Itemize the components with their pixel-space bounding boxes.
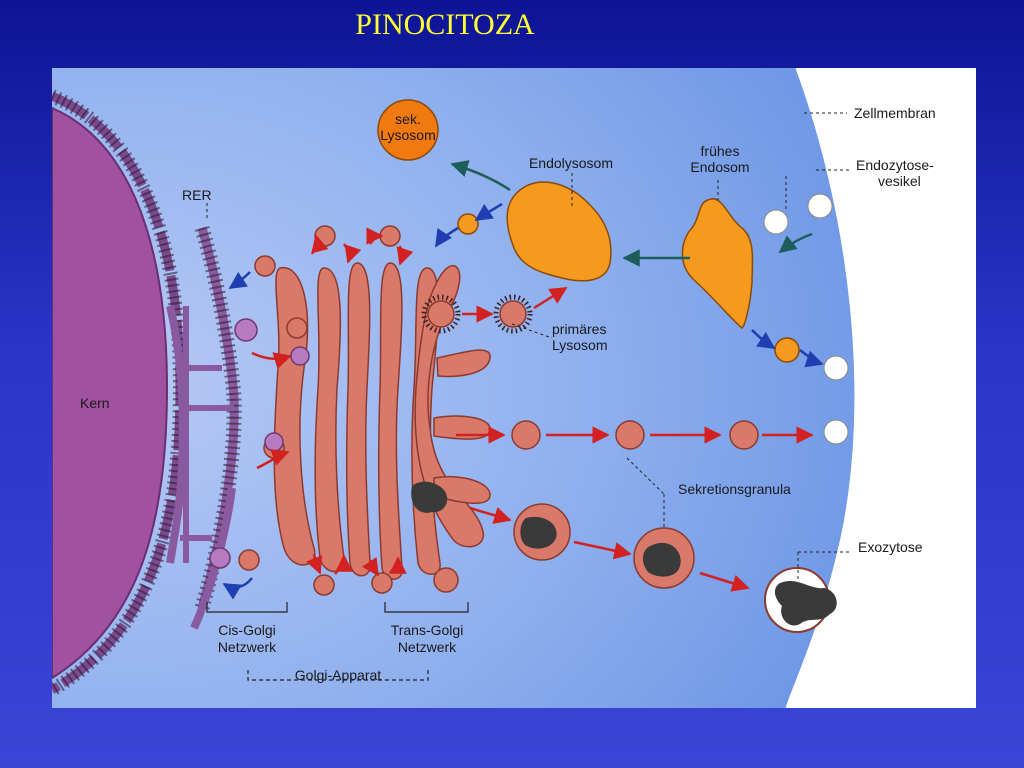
label-endozytose-2: vesikel	[878, 173, 921, 189]
label-cis-2: Netzwerk	[218, 639, 277, 655]
golgi-brackets	[206, 602, 469, 681]
leader-lines	[206, 112, 852, 580]
endolysosome-vesicle	[457, 213, 479, 235]
label-trans-1: Trans-Golgi	[391, 622, 464, 638]
cell-membrane	[785, 68, 858, 708]
label-trans-2: Netzwerk	[398, 639, 457, 655]
label-kern: Kern	[80, 395, 110, 411]
membrane-vesicles	[763, 193, 849, 445]
endolysosome	[506, 181, 612, 282]
label-rer: RER	[182, 187, 212, 203]
diagram-svg: sek. Lysosom Endolysosom frühes Endosom …	[52, 68, 936, 708]
teal-arrows	[450, 160, 813, 267]
label-fruehes-2: Endosom	[690, 159, 749, 175]
label-endolysosom: Endolysosom	[529, 155, 613, 171]
label-primaeres-2: Lysosom	[552, 337, 608, 353]
label-fruehes-1: frühes	[701, 143, 740, 159]
label-sek-1: sek.	[395, 111, 421, 127]
primary-lysosome-vesicles	[421, 294, 533, 334]
small-lysosome	[774, 337, 800, 363]
blue-arrows	[222, 202, 824, 600]
nucleus	[52, 106, 169, 680]
label-exozytose: Exozytose	[858, 539, 923, 555]
label-sek-2: Lysosom	[380, 127, 436, 143]
pinocytosis-figure: sek. Lysosom Endolysosom frühes Endosom …	[52, 68, 976, 708]
red-arrows	[251, 227, 814, 592]
label-cis-1: Cis-Golgi	[218, 622, 276, 638]
early-endosome	[681, 198, 754, 329]
label-zellmembran: Zellmembran	[854, 105, 936, 121]
label-golgi-apparat: Golgi-Apparat	[295, 667, 381, 683]
golgi-granule	[411, 481, 448, 513]
slide-title: PINOCITOZA	[355, 8, 535, 41]
golgi-apparatus	[273, 262, 491, 580]
label-sekretionsgranula: Sekretionsgranula	[678, 481, 791, 497]
label-primaeres-1: primäres	[552, 321, 606, 337]
secondary-lysosome	[377, 99, 439, 161]
label-endozytose-1: Endozytose-	[856, 157, 934, 173]
